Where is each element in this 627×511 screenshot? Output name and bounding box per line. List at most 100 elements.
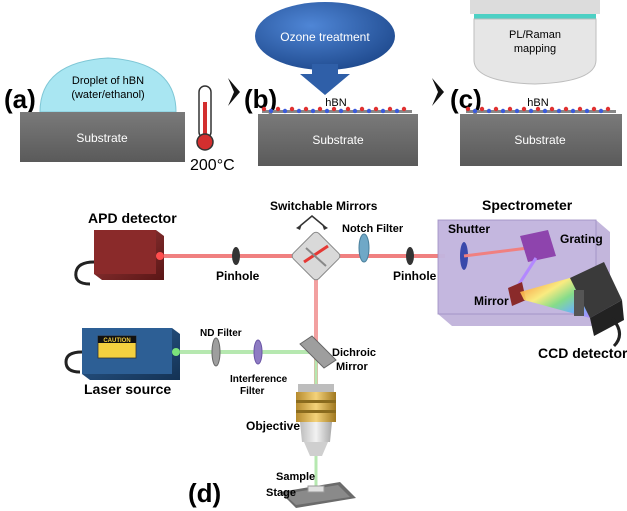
- caution-label: CAUTION: [103, 338, 130, 344]
- ccd-detector: [570, 262, 624, 348]
- hbn-particle: [275, 106, 281, 112]
- hbn-particle: [584, 108, 590, 114]
- pinhole-right: [406, 247, 414, 265]
- hbn-particle: [352, 108, 358, 114]
- arrow-a-to-b: [228, 78, 240, 106]
- spectrometer-label: Spectrometer: [482, 197, 573, 213]
- substrate-c: [460, 114, 622, 166]
- hbn-particle: [268, 108, 274, 114]
- hbn-particle: [373, 106, 379, 112]
- hbn-particle: [338, 108, 344, 114]
- hbn-particle: [535, 106, 541, 112]
- nd-filter: [211, 337, 221, 367]
- hbn-particle: [521, 106, 527, 112]
- hbn-particle: [591, 106, 597, 112]
- hbn-particle: [493, 106, 499, 112]
- stage-label: Stage: [266, 487, 296, 499]
- shutter-label: Shutter: [448, 222, 490, 236]
- hbn-particle: [465, 106, 471, 112]
- substrate-c-label: Substrate: [514, 133, 566, 147]
- mirror-spec: [508, 282, 526, 306]
- hbn-particle: [605, 106, 611, 112]
- hbn-particle: [366, 108, 372, 114]
- objective-c-label-2: mapping: [514, 43, 556, 55]
- hbn-particle: [387, 106, 393, 112]
- ccd-detector-label: CCD detector: [538, 345, 627, 361]
- droplet-label: Droplet of hBN: [72, 75, 144, 87]
- hbn-particle: [324, 108, 330, 114]
- substrate-b: [258, 114, 418, 166]
- substrate-a: [20, 112, 185, 162]
- panel-d: APD detector Pinhole Switchable Mirrors …: [64, 197, 627, 508]
- microscope-objective: [296, 384, 336, 456]
- shutter: [460, 242, 468, 270]
- hbn-particle: [556, 108, 562, 114]
- ozone-label: Ozone treatment: [280, 30, 370, 44]
- sample-label: Sample: [276, 471, 315, 483]
- hbn-film-c: [466, 110, 616, 113]
- switch-arrows-icon: [296, 215, 328, 230]
- hbn-particles-b: [261, 106, 407, 114]
- spectrum-fan: [520, 274, 590, 318]
- pinhole-left: [232, 247, 240, 265]
- hbn-particle: [345, 106, 351, 112]
- pinhole-right-label: Pinhole: [393, 269, 437, 283]
- hbn-particle: [310, 108, 316, 114]
- hbn-particle: [261, 106, 267, 112]
- panel-b: (b) Ozone treatment hBN Substrate: [244, 2, 418, 166]
- hbn-particle: [331, 106, 337, 112]
- nd-filter-label: ND Filter: [200, 328, 242, 339]
- mirror-spec-label: Mirror: [474, 294, 509, 308]
- hbn-particle: [486, 108, 492, 114]
- hbn-particle: [303, 106, 309, 112]
- panel-d-letter: (d): [188, 478, 221, 508]
- substrate-a-label: Substrate: [76, 131, 128, 145]
- interference-filter: [253, 339, 263, 365]
- objective-c-label-1: PL/Raman: [509, 29, 561, 41]
- hbn-particle: [549, 106, 555, 112]
- hbn-particle: [514, 108, 520, 114]
- hbn-particle: [401, 106, 407, 112]
- ozone-arrow: [300, 64, 350, 95]
- apd-detector: [74, 230, 164, 286]
- droplet-sublabel: (water/ethanol): [71, 89, 144, 101]
- ozone-cloud: [255, 2, 395, 70]
- hbn-particle: [359, 106, 365, 112]
- laser-source-label: Laser source: [84, 381, 171, 397]
- hbn-particle: [563, 106, 569, 112]
- hbn-particle: [500, 108, 506, 114]
- notch-filter: [358, 233, 370, 263]
- hbn-film-b: [262, 110, 412, 113]
- hbn-particle: [472, 108, 478, 114]
- grating: [520, 230, 556, 262]
- temperature-label: 200°C: [190, 157, 235, 174]
- thermometer-icon: [196, 85, 214, 151]
- hbn-particle: [479, 106, 485, 112]
- hbn-particle: [577, 106, 583, 112]
- hbn-particle: [598, 108, 604, 114]
- hbn-particle: [317, 106, 323, 112]
- hbn-particle: [528, 108, 534, 114]
- hbn-film-b-label: hBN: [325, 97, 346, 109]
- switchable-mirrors: [291, 231, 341, 281]
- hbn-particle: [507, 106, 513, 112]
- mapping-objective-icon: [470, 0, 600, 85]
- interference-filter-label-1: Interference: [230, 374, 288, 385]
- hbn-particle: [542, 108, 548, 114]
- grating-label: Grating: [560, 232, 603, 246]
- dichroic-mirror-label-2: Mirror: [336, 361, 369, 373]
- panel-c: (c) PL/Raman mapping hBN Substrate: [450, 0, 622, 166]
- hbn-particle: [570, 108, 576, 114]
- hbn-particle: [296, 108, 302, 114]
- pinhole-left-label: Pinhole: [216, 269, 260, 283]
- hbn-particles-c: [465, 106, 611, 114]
- arrow-b-to-c: [432, 78, 444, 106]
- sample-stage: [280, 482, 356, 508]
- substrate-b-label: Substrate: [312, 133, 364, 147]
- hbn-particle: [282, 108, 288, 114]
- interference-filter-label-2: Filter: [240, 386, 265, 397]
- dichroic-mirror: [299, 335, 337, 369]
- objective-label: Objective: [246, 419, 300, 433]
- hbn-particle: [289, 106, 295, 112]
